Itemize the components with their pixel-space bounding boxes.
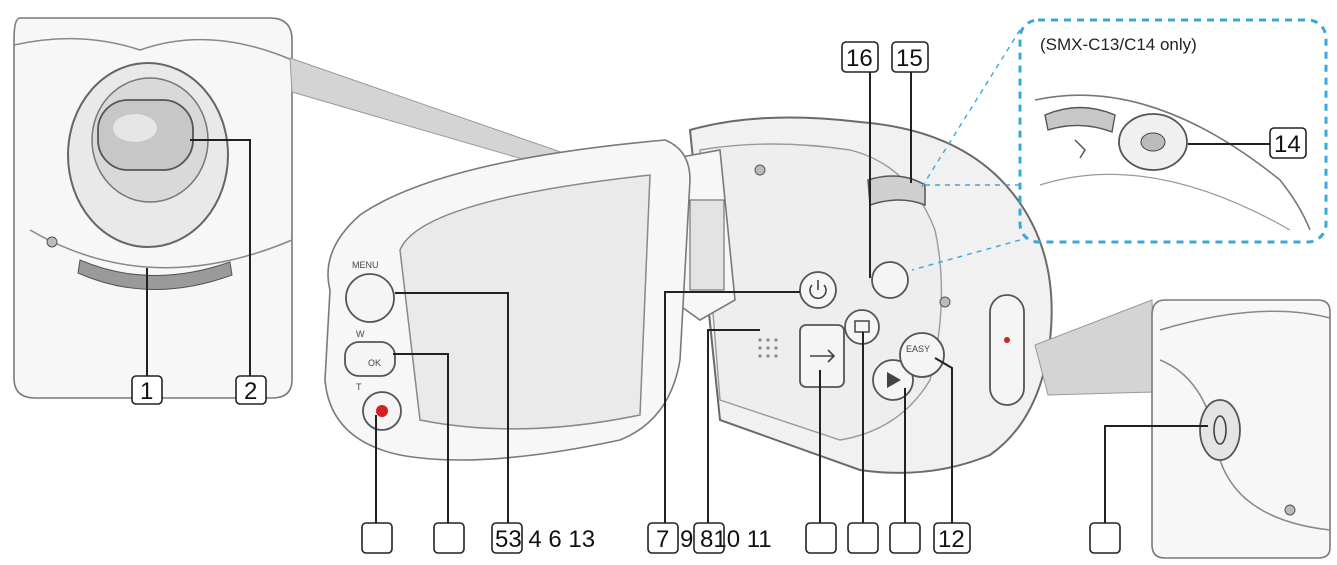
callout-5 [491,522,523,554]
svg-text:2: 2 [244,378,257,405]
callout-16: 16 [841,41,879,73]
usb-icon [810,349,836,363]
zoom-lever [867,175,926,207]
callout-1: 1 [131,375,163,405]
callout-14: 14 [1269,127,1307,159]
zoom-photo-inset: (SMX-C13/C14 only) [911,18,1328,271]
callout-12: 12 [933,522,971,554]
microphone-grille [77,259,233,290]
menu-button [345,273,395,323]
callout-8 [693,522,725,554]
svg-text:12: 12 [938,526,965,553]
play-icon [887,372,901,388]
callout-blank-b [433,522,465,554]
svg-text:EASY: EASY [906,344,930,354]
callout-blank-a [361,522,393,554]
lens-inset [13,17,293,399]
speaker-grille [758,338,778,358]
callout-bottom-row-c: 9 810 11 [680,526,772,553]
callout-blank-d [847,522,879,554]
callout-15: 15 [891,41,929,73]
svg-text:14: 14 [1274,131,1301,158]
svg-text:16: 16 [846,45,873,72]
leader-lines [146,68,1278,525]
side-record-dot-icon [1004,337,1010,343]
callout-bottom-row-a: 53 4 6 13 [495,526,595,553]
side-record-button [989,294,1025,406]
lcd-screen [399,174,651,430]
photo-button [871,261,909,299]
svg-text:MENU: MENU [352,260,379,270]
terminal-inset-pointer [1034,299,1156,396]
zoom-ok-joystick [344,341,396,377]
callout-blank-f [1089,522,1121,554]
dc-jack [1199,399,1241,461]
svg-text:OK: OK [368,358,381,368]
inset-zoom-lever [1044,106,1116,133]
record-dot-icon [376,405,388,417]
svg-text:W: W [356,329,365,339]
svg-text:1: 1 [140,378,153,405]
inset-pointer [289,57,580,171]
callout-blank-c [805,522,837,554]
svg-text:(SMX-C13/C14 only): (SMX-C13/C14 only) [1040,35,1197,54]
easy-q-button [899,332,945,378]
callout-blank-e [889,522,921,554]
svg-text:15: 15 [896,45,923,72]
callout-2: 2 [235,375,267,405]
camcorder-body: MENU W OK T EASY [324,116,1053,474]
callout-bottom-row-b: 7 [656,526,669,553]
svg-text:T: T [356,382,362,392]
callout-7 [647,522,679,554]
terminal-inset [1151,299,1331,559]
